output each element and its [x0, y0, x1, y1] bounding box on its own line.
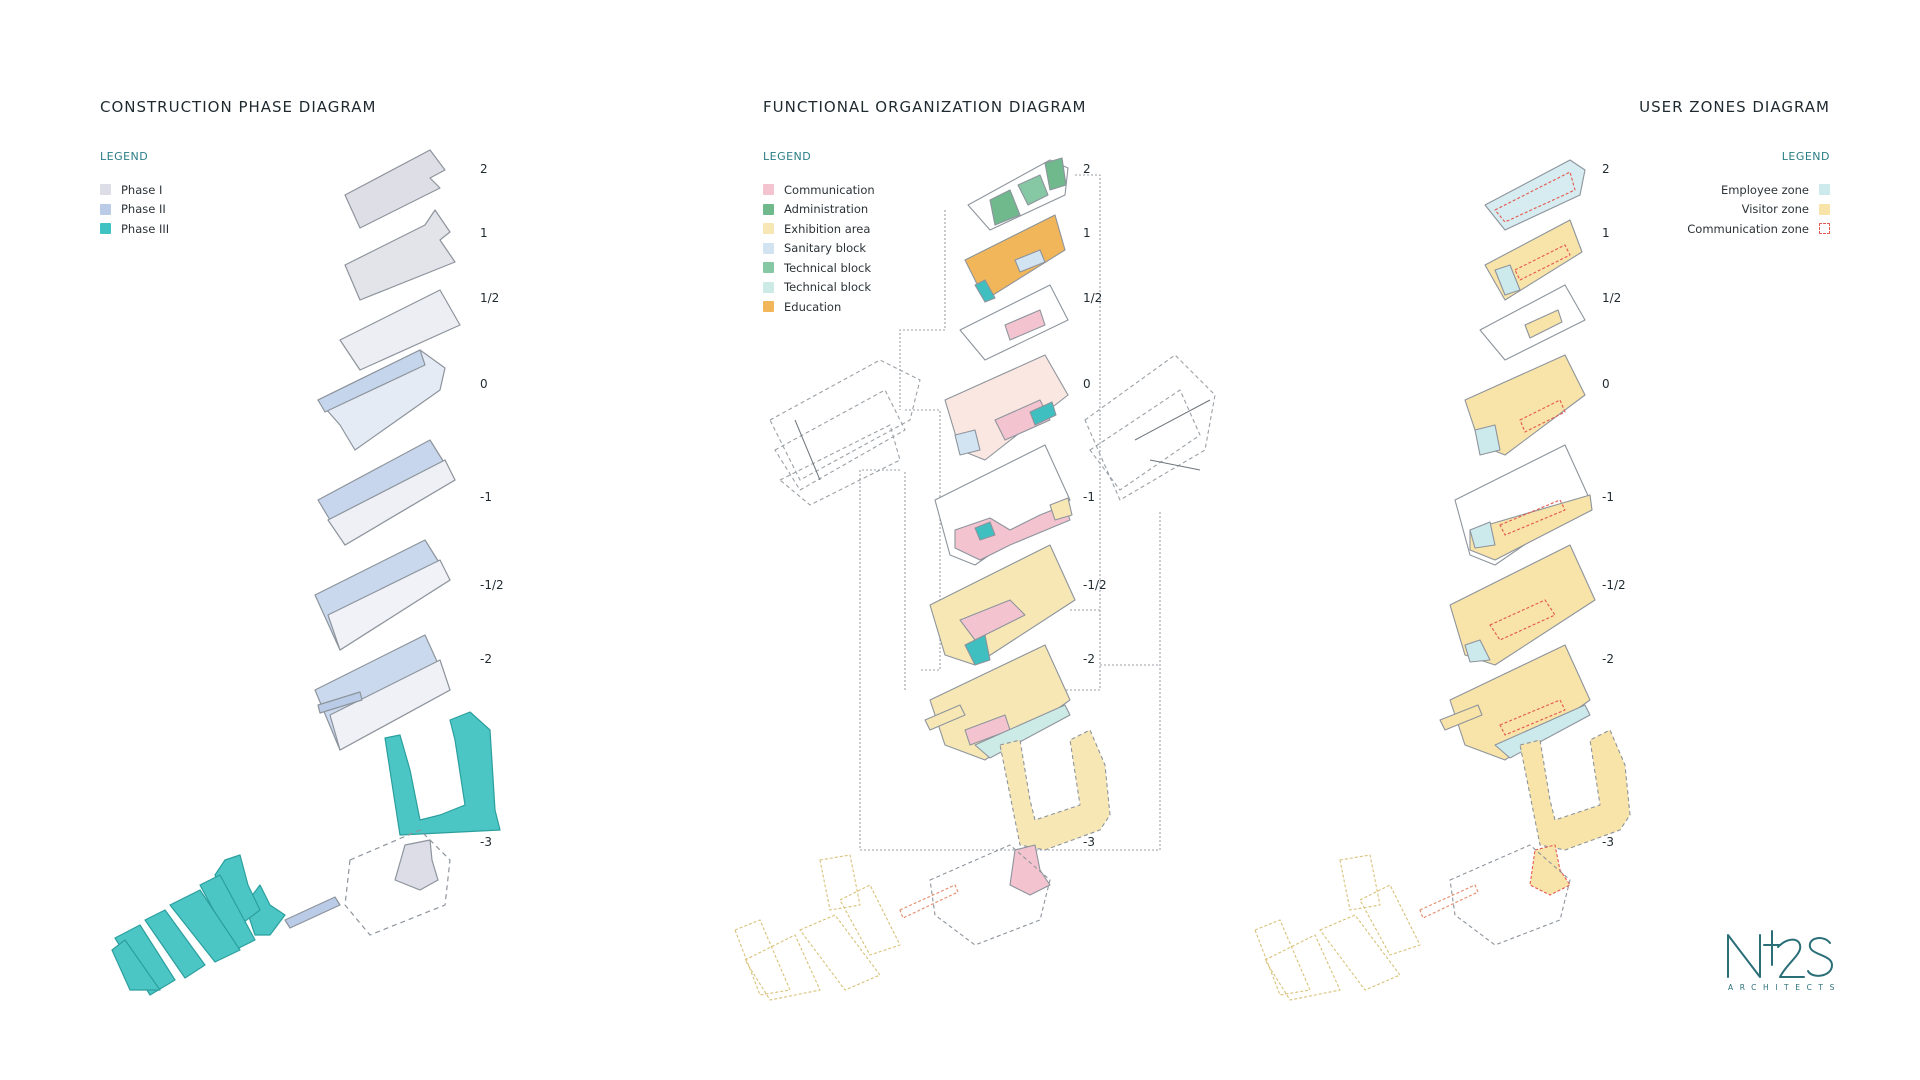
construction-legend: Phase I Phase II Phase III: [100, 180, 169, 239]
legend-swatch: [763, 203, 774, 215]
legend-item: Visitor zone: [1687, 200, 1830, 220]
level-label: 1/2: [1083, 291, 1103, 305]
user-zones-legend-title: LEGEND: [1781, 150, 1830, 163]
level-label: -1/2: [480, 578, 504, 592]
legend-label: Technical block: [784, 260, 871, 275]
legend-swatch: [763, 184, 774, 196]
level-label: -2: [480, 652, 492, 666]
legend-label: Employee zone: [1720, 182, 1809, 197]
legend-label: Education: [784, 299, 842, 314]
legend-item: Phase II: [100, 200, 169, 220]
level-label: 0: [480, 377, 488, 391]
legend-item: Employee zone: [1687, 180, 1830, 200]
level-label: 1/2: [480, 291, 500, 305]
level-label: -1/2: [1083, 578, 1107, 592]
legend-label: Technical block: [784, 280, 871, 295]
legend-item: Education: [763, 297, 875, 317]
legend-label: Phase III: [121, 221, 170, 236]
legend-item: Sanitary block: [763, 239, 875, 259]
phase-stack: [111, 149, 501, 996]
legend-label: Phase II: [121, 202, 166, 217]
construction-legend-title: LEGEND: [100, 150, 149, 163]
level-label: -3: [480, 835, 492, 849]
legend-label: Administration: [784, 202, 869, 217]
level-label: -3: [1602, 835, 1614, 849]
legend-label: Sanitary block: [784, 241, 867, 256]
level-label: 1/2: [1602, 291, 1622, 305]
level-label: 1: [1083, 226, 1091, 240]
level-label: -3: [1083, 835, 1095, 849]
legend-swatch: [763, 262, 774, 274]
level-label: 1: [480, 226, 488, 240]
legend-swatch: [1819, 223, 1830, 235]
legend-item: Communication: [763, 180, 875, 200]
logo-subtitle: ARCHITECTS: [1728, 983, 1841, 992]
legend-swatch: [1819, 184, 1830, 196]
legend-swatch: [763, 223, 774, 235]
legend-item: Technical block: [763, 258, 875, 278]
legend-label: Communication: [784, 182, 875, 197]
legend-item: Communication zone: [1687, 219, 1830, 239]
functional-organization-title: FUNCTIONAL ORGANIZATION DIAGRAM: [763, 98, 1087, 116]
level-label: 2: [1602, 162, 1610, 176]
user-zone-stack: [1254, 159, 1631, 1001]
legend-swatch: [763, 281, 774, 293]
level-label: -1/2: [1602, 578, 1626, 592]
legend-label: Exhibition area: [784, 221, 871, 236]
level-label: -1: [1602, 490, 1614, 504]
level-label: 1: [1602, 226, 1610, 240]
user-zones-title: USER ZONES DIAGRAM: [1639, 98, 1830, 116]
level-label: -2: [1083, 652, 1095, 666]
n2s-logo-mark: [1727, 930, 1833, 978]
legend-swatch: [100, 223, 111, 235]
legend-item: Technical block: [763, 278, 875, 298]
level-label: -2: [1602, 652, 1614, 666]
level-label: -1: [1083, 490, 1095, 504]
legend-swatch: [100, 203, 111, 215]
legend-swatch: [1819, 203, 1830, 215]
construction-phase-title: CONSTRUCTION PHASE DIAGRAM: [100, 98, 377, 116]
legend-item: Exhibition area: [763, 219, 875, 239]
legend-item: Phase III: [100, 219, 169, 239]
legend-label: Communication zone: [1687, 221, 1809, 236]
function-stack: [734, 157, 1216, 1001]
legend-swatch: [763, 242, 774, 254]
legend-item: Phase I: [100, 180, 169, 200]
level-label: 2: [1083, 162, 1091, 176]
legend-label: Visitor zone: [1741, 202, 1809, 217]
legend-label: Phase I: [121, 182, 163, 197]
legend-swatch: [763, 301, 774, 313]
level-label: -1: [480, 490, 492, 504]
legend-swatch: [100, 184, 111, 196]
legend-item: Administration: [763, 200, 875, 220]
level-label: 2: [480, 162, 488, 176]
level-label: 0: [1602, 377, 1610, 391]
level-label: 0: [1083, 377, 1091, 391]
functional-legend-title: LEGEND: [763, 150, 812, 163]
